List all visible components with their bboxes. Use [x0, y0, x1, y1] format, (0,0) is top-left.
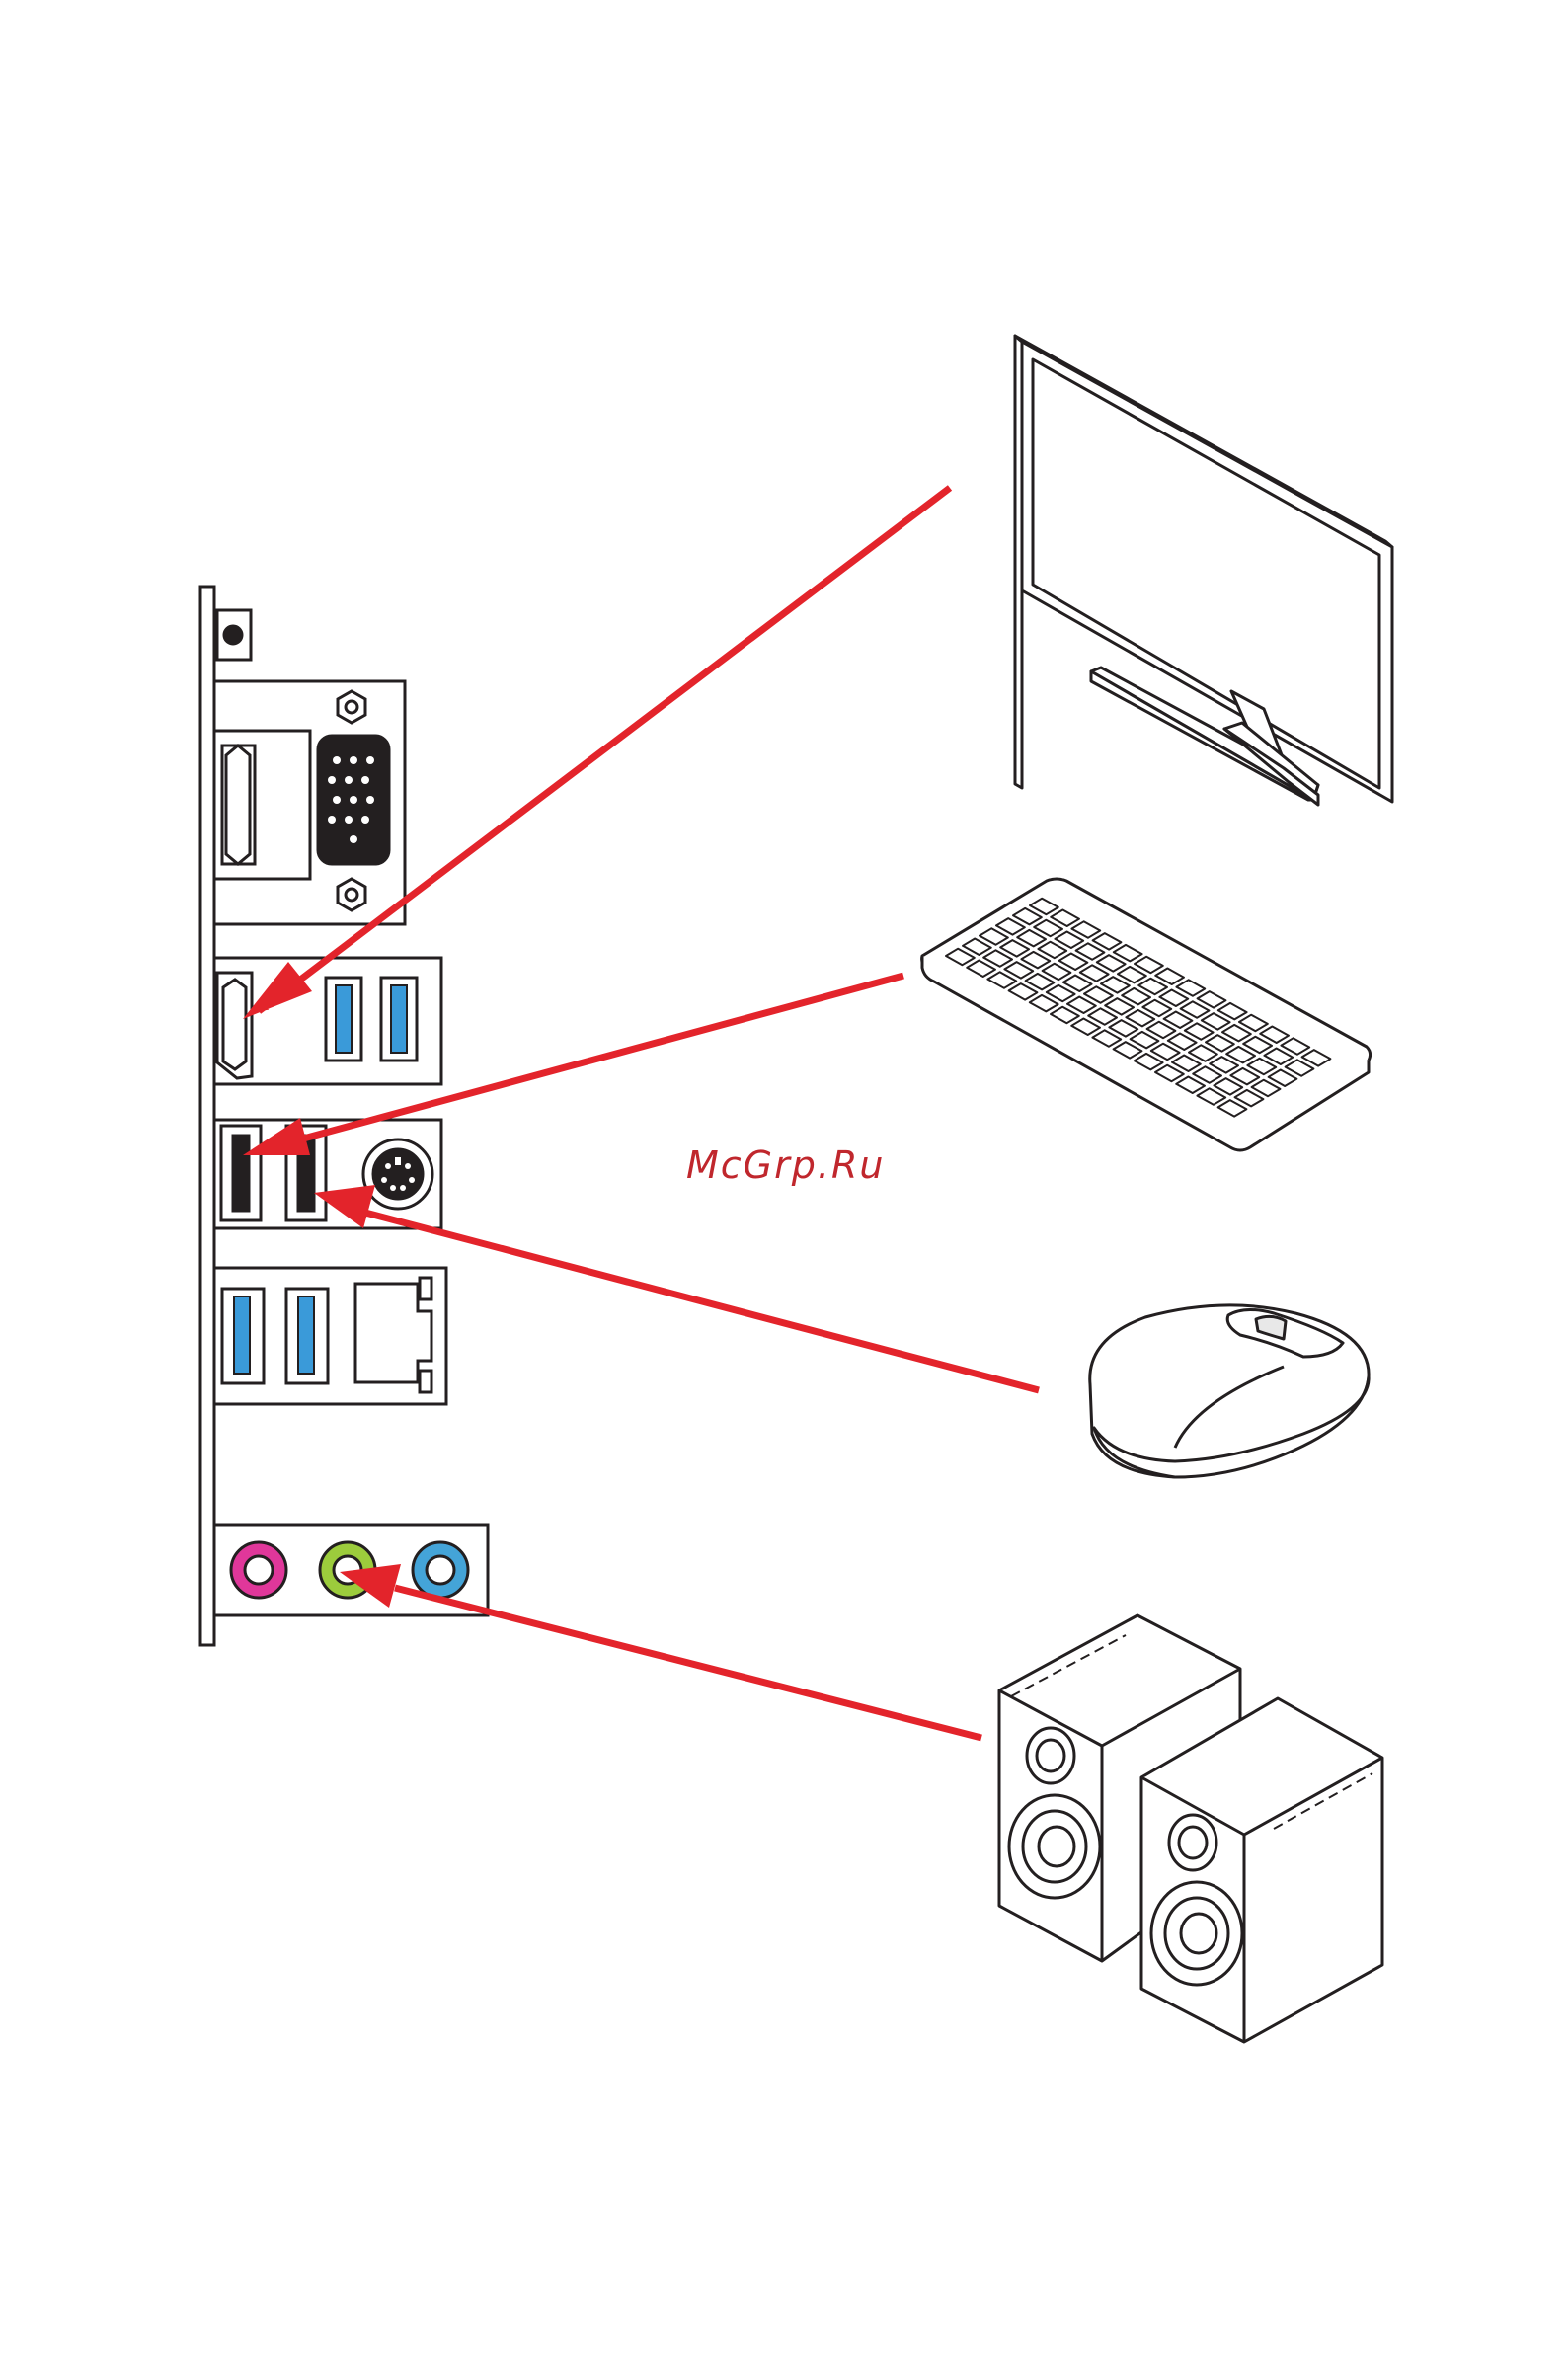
usb3-lan-block: [214, 1268, 446, 1404]
usb3-port: [222, 1289, 264, 1383]
flash-bios-button: [217, 610, 251, 660]
ps2-port: [363, 1139, 432, 1209]
usb3-port: [326, 978, 361, 1061]
io-shield-plate: [200, 587, 214, 1645]
mouse-to-usb-arrow: [365, 1213, 1039, 1390]
hdmi-port: [217, 973, 252, 1078]
io-panel: [200, 587, 488, 1645]
vga-port: [318, 691, 389, 910]
hdmi-usb3-block: [214, 958, 441, 1084]
lan-port: [355, 1278, 431, 1392]
monitor-icon: [1015, 336, 1392, 805]
line-in-jack: [413, 1542, 468, 1598]
usb2-port: [221, 1126, 261, 1220]
speakers-to-lineout-arrow: [395, 1588, 981, 1738]
usb3-port: [286, 1289, 328, 1383]
keyboard-icon: [922, 879, 1371, 1150]
speakers-icon: [999, 1615, 1382, 2042]
video-port-block: [214, 681, 405, 924]
mouse-icon: [1090, 1305, 1369, 1477]
watermark-text: McGrp.Ru: [686, 1143, 885, 1187]
mic-in-jack: [231, 1542, 286, 1598]
usb2-ps2-block: [214, 1120, 441, 1228]
usb3-port: [381, 978, 417, 1061]
